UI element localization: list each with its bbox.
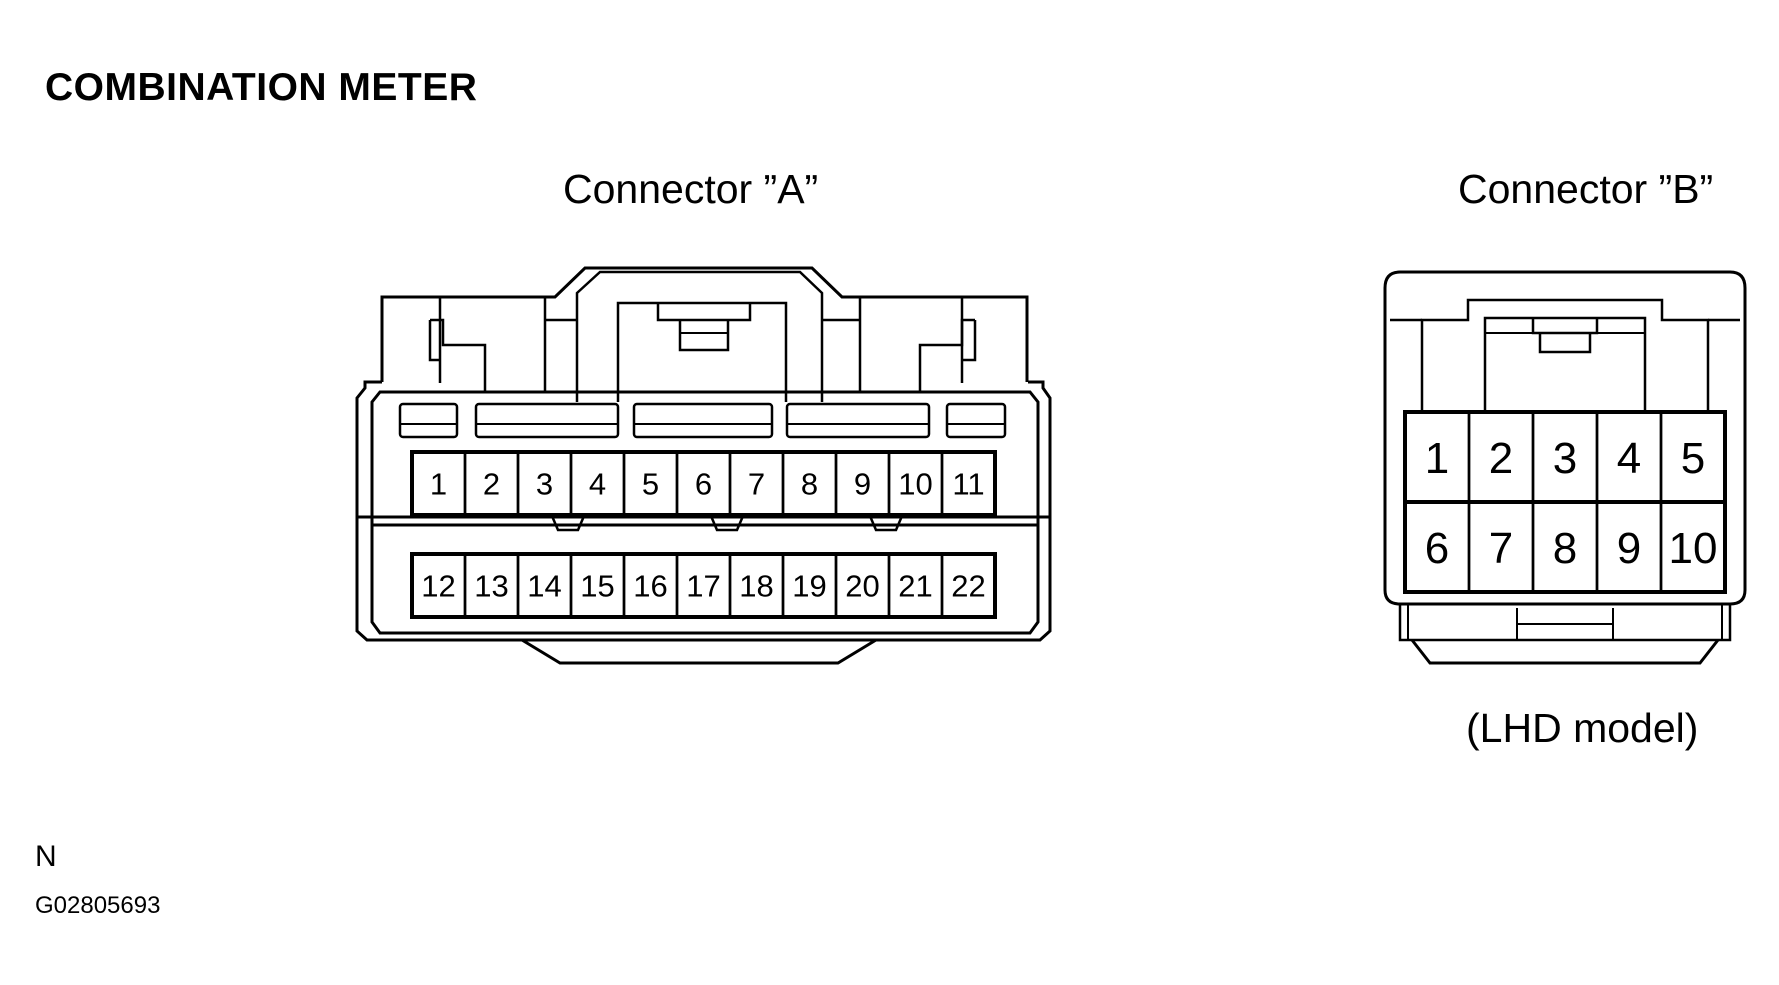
connector-a-pin-label: 16 <box>633 569 667 604</box>
connector-a-row2: 12 13 14 15 16 17 18 19 20 21 22 <box>410 552 997 619</box>
connector-a-label: Connector ”A” <box>563 166 819 212</box>
connector-b-pin-label: 3 <box>1553 434 1577 483</box>
connector-b-pin-label: 6 <box>1425 524 1449 573</box>
connector-a-housing <box>355 266 1052 665</box>
connector-a-pin-label: 18 <box>739 569 773 604</box>
connector-a-pin-label: 21 <box>898 569 932 604</box>
connector-a-pin-label: 20 <box>845 569 879 604</box>
connector-b-pin-label: 9 <box>1617 524 1641 573</box>
footer-letter: N <box>35 840 57 873</box>
connector-a-pin-label: 17 <box>686 569 720 604</box>
connector-a-pin-label: 19 <box>792 569 826 604</box>
connector-a-row-outline <box>410 450 997 517</box>
connector-a-pin-label: 14 <box>527 569 561 604</box>
connector-a-pin-label: 5 <box>642 467 659 502</box>
connector-a-pin-label: 8 <box>801 467 818 502</box>
connector-a-pin-label: 22 <box>951 569 985 604</box>
connector-b-label: Connector ”B” <box>1458 166 1714 212</box>
connector-a-pin-label: 6 <box>695 467 712 502</box>
connector-a-pin-label: 7 <box>748 467 765 502</box>
connector-a-pin-label: 9 <box>854 467 871 502</box>
connector-a-pin-label: 10 <box>898 467 932 502</box>
connector-b-pin-label: 2 <box>1489 434 1513 483</box>
connector-b-housing <box>1383 270 1747 665</box>
connector-b-note: (LHD model) <box>1466 705 1699 751</box>
connector-a-pin-label: 15 <box>580 569 614 604</box>
connector-b-pin-label: 8 <box>1553 524 1577 573</box>
connector-a-row-outline <box>410 552 997 619</box>
connector-b-pin-label: 1 <box>1425 434 1449 483</box>
connector-a-pin-label: 12 <box>421 569 455 604</box>
connector-b-pin-label: 4 <box>1617 434 1641 483</box>
connector-b-pin-label: 7 <box>1489 524 1513 573</box>
figure-code: G02805693 <box>35 892 161 919</box>
connector-a-row1: 1 2 3 4 5 6 7 8 9 10 11 <box>410 450 997 517</box>
connector-a-pin-label: 11 <box>952 467 984 502</box>
connector-a-pin-label: 13 <box>474 569 508 604</box>
diagram-title: COMBINATION METER <box>45 66 478 109</box>
connector-a-pin-label: 3 <box>536 467 553 502</box>
connector-b-pin-label: 10 <box>1669 524 1718 573</box>
connector-b-row-outline <box>1403 500 1727 594</box>
connector-a-pin-label: 4 <box>589 467 606 502</box>
connector-a-pin-label: 2 <box>483 467 500 502</box>
connector-b-pin-label: 5 <box>1681 434 1705 483</box>
connector-a-pin-label: 1 <box>430 467 447 502</box>
